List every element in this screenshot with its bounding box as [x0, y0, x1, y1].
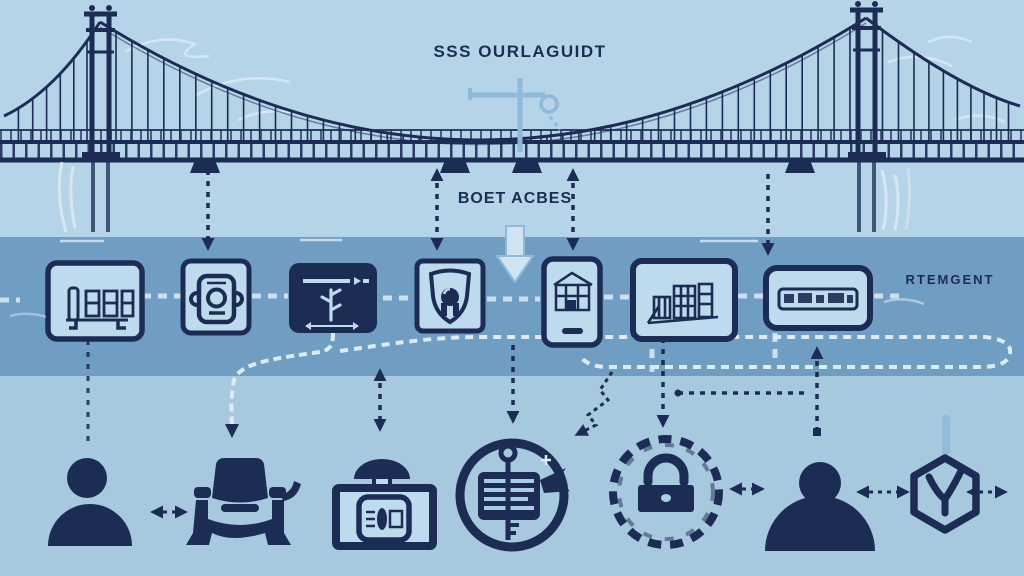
bridge-tower-left — [82, 5, 120, 232]
gear-padlock-icon — [609, 435, 723, 549]
monitor-data-icon — [45, 260, 145, 342]
bridge-deck — [0, 129, 1024, 173]
person-icon-2 — [765, 462, 875, 551]
top-connectors — [201, 168, 775, 256]
lower-connectors — [86, 332, 1013, 448]
badge-key-icon — [455, 438, 570, 552]
shield-lock-icon — [414, 258, 486, 334]
monitor-city-icon — [630, 258, 738, 342]
transfer-panel-icon — [289, 263, 377, 333]
bridge-suspenders — [17, 27, 1010, 140]
hexagon-check-icon — [910, 415, 980, 534]
waterline-sparkles — [9, 238, 925, 319]
smartphone-building-icon — [541, 256, 603, 348]
car-armchair-icon — [186, 458, 301, 545]
bottom-double-arrows — [150, 482, 1008, 519]
top-caption: SSS OURLAGUIDT — [433, 42, 607, 61]
big-light-arrow — [495, 225, 535, 284]
bridge-tower-right — [848, 1, 886, 232]
middle-row-dashes — [0, 293, 903, 372]
bridge — [0, 1, 1024, 233]
center-gantry-sketch — [468, 78, 562, 152]
bridge-cables — [3, 16, 1021, 146]
server-bar-icon — [763, 265, 873, 331]
scanner-box-icon — [332, 459, 437, 550]
phone-gear-icon — [180, 258, 252, 336]
center-caption: BOET ACBES — [457, 190, 573, 207]
person-icon — [48, 458, 132, 546]
right-caption: RTEMGENT — [905, 272, 995, 287]
shore-scribbles — [57, 161, 912, 233]
